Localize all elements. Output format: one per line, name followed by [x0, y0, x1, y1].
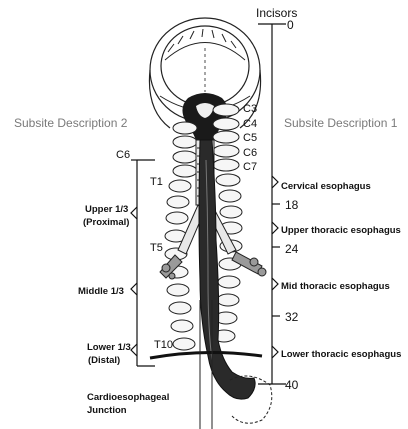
vertebra-t1: T1	[150, 176, 163, 188]
region-lower-thoracic: Lower thoracic esophagus	[281, 349, 401, 360]
vertebra-c3: C3	[243, 103, 257, 115]
region-cervical: Cervical esophagus	[281, 181, 371, 192]
scale-mark-24: 24	[285, 242, 299, 256]
vertebra-c5: C5	[243, 132, 257, 144]
vertebra-c6-left: C6	[116, 149, 130, 161]
region-cardio-line1: Cardioesophageal	[87, 392, 169, 403]
left-scale	[131, 160, 155, 366]
region-mid-thoracic: Mid thoracic esophagus	[281, 281, 390, 292]
region-middle-third: Middle 1/3	[78, 286, 124, 297]
scale-mark-40: 40	[285, 378, 299, 392]
vertebra-t10: T10	[154, 339, 173, 351]
distance-scale	[258, 24, 286, 384]
anatomy-illustration	[149, 18, 271, 429]
vertebra-c4: C4	[243, 118, 257, 130]
vertebra-c7: C7	[243, 161, 257, 173]
diaphragm	[150, 352, 262, 358]
scale-mark-32: 32	[285, 310, 299, 324]
scale-mark-0: 0	[287, 18, 294, 32]
subsite-2-label: Subsite Description 2	[14, 116, 128, 130]
vertebra-c6: C6	[243, 147, 257, 159]
region-upper-thoracic: Upper thoracic esophagus	[281, 225, 401, 236]
region-upper-proximal: (Proximal)	[83, 217, 129, 228]
subsite-1-label: Subsite Description 1	[284, 116, 398, 130]
vertebra-t5: T5	[150, 242, 163, 254]
scale-mark-18: 18	[285, 198, 299, 212]
region-cardio-line2: Junction	[87, 405, 127, 416]
region-lower-distal: (Distal)	[88, 355, 120, 366]
region-lower-third: Lower 1/3	[87, 342, 131, 353]
region-upper-third: Upper 1/3	[85, 204, 128, 215]
